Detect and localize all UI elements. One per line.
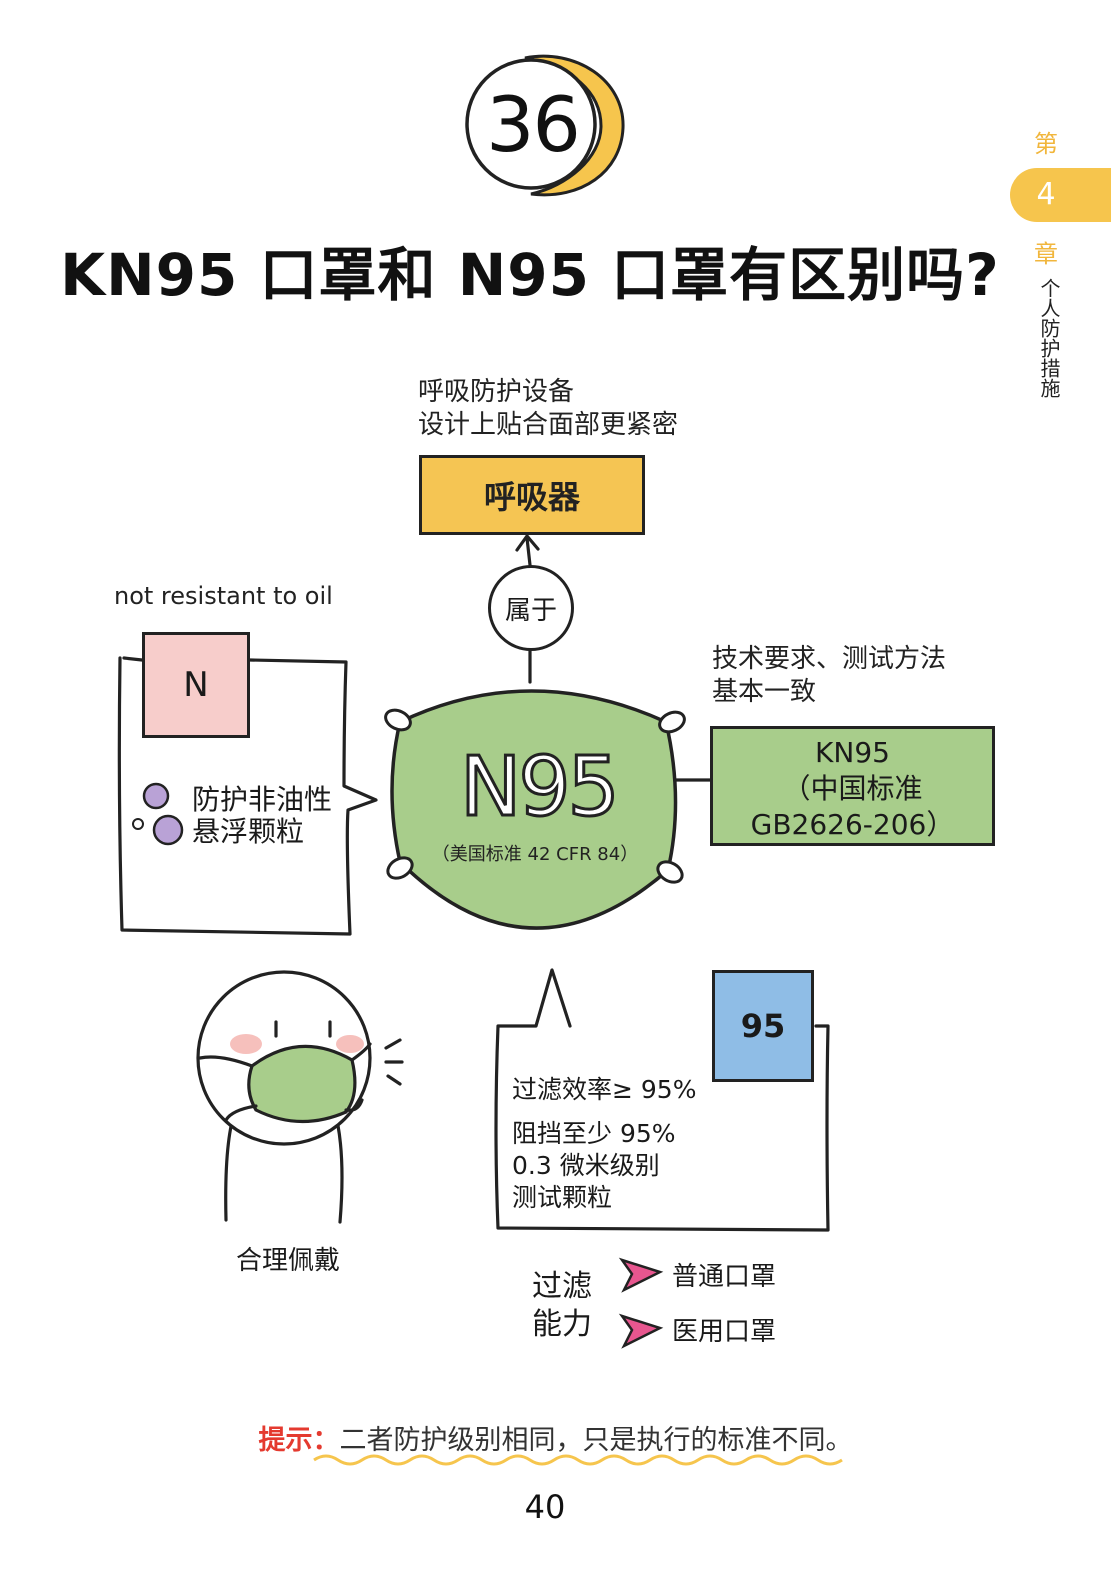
kn95-box: KN95 （中国标准 GB2626-206）	[710, 726, 995, 846]
moon-badge-icon	[465, 54, 625, 197]
tip-underline	[313, 1454, 843, 1466]
n-description-line: 防护非油性	[192, 783, 333, 816]
comparison-regular-mask: 普通口罩	[672, 1262, 777, 1292]
respirator-note-line: 呼吸防护设备	[418, 377, 575, 407]
page-title: KN95 口罩和 N95 口罩有区别吗?	[60, 241, 1000, 309]
n95-mask-icon	[384, 689, 686, 930]
comparison-medical-mask: 医用口罩	[672, 1317, 777, 1347]
filter-block-line: 测试颗粒	[512, 1183, 613, 1212]
requirement-note: 技术要求、测试方法 基本一致	[712, 643, 1012, 709]
tip-text: 二者防护级别相同，只是执行的标准不同。	[339, 1425, 853, 1456]
filter-speech-bubble	[494, 968, 830, 1232]
n-description: 防护非油性 悬浮颗粒	[192, 784, 362, 848]
belong-arrow	[525, 536, 532, 567]
lesson-number-badge: 36	[455, 50, 635, 200]
oil-note: not resistant to oil	[114, 582, 333, 610]
wearing-label: 合理佩戴	[236, 1246, 341, 1276]
particle-icon	[132, 818, 144, 830]
n-speech-bubble	[117, 656, 378, 936]
kn95-line: KN95	[815, 736, 890, 769]
tip-label: 提示：	[258, 1425, 340, 1456]
respirator-note: 呼吸防护设备 设计上贴合面部更紧密	[418, 376, 738, 442]
filter-capacity-label-line: 能力	[532, 1307, 592, 1342]
person-wearing-mask-icon	[196, 970, 404, 1224]
particle-icon	[142, 782, 170, 810]
belongs-to-circle: 属于	[488, 565, 574, 651]
page-number: 40	[524, 1488, 566, 1526]
filter-capacity-label: 过滤 能力	[532, 1268, 602, 1344]
requirement-note-line: 基本一致	[712, 677, 817, 707]
mask-standard: （美国标准 42 CFR 84）	[431, 844, 639, 865]
lesson-number: 36	[486, 80, 581, 169]
respirator-box: 呼吸器	[419, 455, 645, 535]
tip: 提示：二者防护级别相同，只是执行的标准不同。	[0, 1418, 1111, 1457]
filter-capacity-label-line: 过滤	[532, 1269, 592, 1304]
filter-block-desc: 阻挡至少 95% 0.3 微米级别 测试颗粒	[512, 1118, 732, 1214]
filter-number-box: 95	[712, 970, 814, 1082]
chapter-prefix: 第	[1034, 130, 1058, 158]
chapter-number: 4	[1036, 177, 1056, 212]
particle-icon	[152, 814, 184, 846]
kn95-line: GB2626-206）	[750, 808, 955, 841]
requirement-note-line: 技术要求、测试方法	[712, 644, 947, 674]
chapter-tab	[1010, 168, 1111, 222]
filter-efficiency: 过滤效率≥ 95%	[512, 1075, 697, 1104]
respirator-note-line: 设计上贴合面部更紧密	[418, 410, 679, 440]
kn95-line: （中国标准	[782, 772, 923, 805]
filter-block-line: 阻挡至少 95%	[512, 1119, 676, 1148]
greater-than-icon	[618, 1313, 664, 1349]
chapter-suffix: 章	[1034, 240, 1058, 268]
chapter-title: 个人防护措施	[1037, 278, 1061, 398]
filter-block-line: 0.3 微米级别	[512, 1151, 660, 1180]
mask-label: N95	[459, 739, 622, 837]
greater-than-icon	[618, 1257, 664, 1293]
n-description-line: 悬浮颗粒	[192, 815, 305, 848]
arrow-head-icon	[515, 534, 540, 552]
n-letter-box: N	[142, 632, 250, 738]
